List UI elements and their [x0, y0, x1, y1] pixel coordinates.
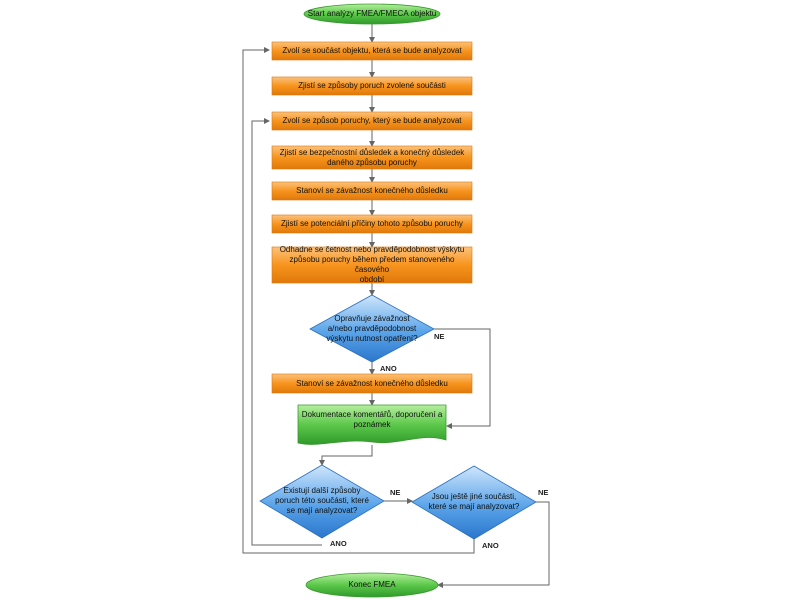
process-find-effects	[271, 145, 473, 170]
find-causes-label: Zjistí se potenciální příčiny tohoto způ…	[281, 219, 463, 228]
start-terminal	[303, 3, 441, 25]
process-determine-severity	[271, 181, 473, 201]
edge-more-components-yes-loop	[242, 47, 475, 554]
estimate-frequency-label: Odhadne se četnost nebo pravděpodobnost …	[279, 245, 465, 284]
modes-no-label: NE	[390, 488, 401, 497]
decision-more-components	[411, 465, 537, 540]
process-boxes	[271, 41, 473, 394]
edge-decision-no	[434, 328, 491, 429]
process-determine-severity-2	[271, 373, 473, 394]
decision-more-modes	[259, 464, 385, 539]
process-estimate-frequency	[271, 246, 473, 284]
process-select-component	[271, 41, 473, 61]
edge-more-components-no	[437, 501, 550, 588]
process-find-failure-modes	[271, 76, 473, 96]
end-label: Konec FMEA	[348, 580, 396, 589]
justify-yes-label: ANO	[380, 364, 397, 373]
find-effects-label: Zjistí se bezpečnostní důsledek a konečn…	[279, 147, 465, 167]
process-select-failure-mode	[271, 111, 473, 131]
components-no-label: NE	[538, 488, 549, 497]
modes-yes-label: ANO	[330, 539, 347, 548]
determine-severity-label: Stanoví se závažnost konečného důsledku	[296, 186, 448, 195]
process-find-causes	[271, 214, 473, 234]
select-component-label: Zvolí se součást objektu, která se bude …	[282, 46, 462, 55]
find-failure-modes-label: Zjistí se způsoby poruch zvolené součást…	[298, 81, 446, 90]
select-failure-mode-label: Zvolí se způsob poruchy, který se bude a…	[282, 116, 462, 125]
documentation-shape	[297, 404, 447, 445]
decision-justify	[309, 294, 435, 363]
determine-severity-2-label: Stanoví se závažnost konečného důsledku	[296, 378, 448, 388]
edge-more-modes-yes-loop	[251, 118, 322, 546]
end-terminal	[305, 572, 439, 598]
documentation-label: Dokumentace komentářů, doporučení a pozn…	[301, 410, 443, 429]
decision-justify-label: Opravňuje závažnost a/nebo pravděpodobno…	[326, 314, 418, 343]
connectors	[242, 24, 550, 588]
decision-more-components-label: Jsou ještě jiné součásti, které se mají …	[428, 492, 520, 511]
components-yes-label: ANO	[482, 541, 499, 550]
edge-doc-to-more-modes	[319, 445, 373, 466]
decision-more-modes-label: Existují další způsoby poruch této součá…	[275, 486, 369, 515]
start-label: Start analýzy FMEA/FMECA objektu	[307, 9, 437, 18]
justify-no-label: NE	[434, 332, 445, 341]
